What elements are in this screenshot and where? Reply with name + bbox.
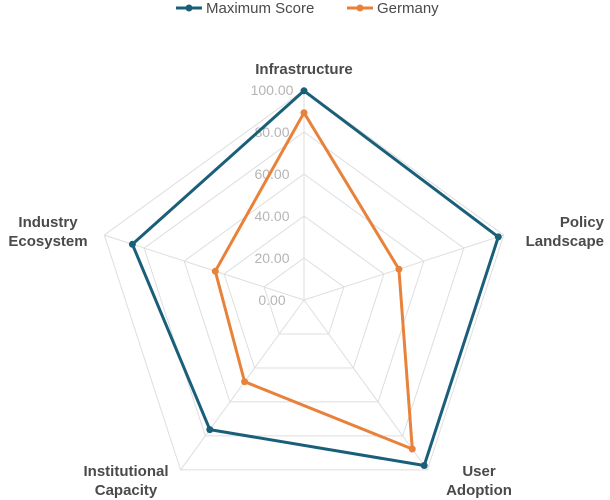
axis-label: Ecosystem	[8, 233, 87, 250]
tick-label: 60.00	[254, 166, 289, 182]
series-maximum-score	[128, 87, 502, 469]
legend-marker	[356, 4, 364, 12]
grid-ring	[183, 173, 425, 403]
legend-entry: Maximum Score	[206, 0, 314, 17]
data-point	[128, 240, 136, 248]
legend-entry: Germany	[377, 0, 439, 17]
series-germany	[211, 109, 416, 453]
axis-label: Institutional	[84, 463, 169, 480]
tick-label: 40.00	[254, 208, 289, 224]
axis-label: Policy	[560, 214, 605, 231]
grid-ring	[223, 215, 385, 369]
axis-label: Capacity	[95, 482, 158, 499]
data-point	[395, 265, 403, 273]
axis-label: Infrastructure	[255, 61, 353, 78]
grid-ring	[143, 131, 465, 437]
series-layer	[128, 87, 502, 469]
axis-labels: InfrastructurePolicyLandscapeUserAdoptio…	[8, 61, 604, 499]
grid-spoke	[303, 234, 504, 301]
grid-spoke	[104, 234, 305, 301]
grid-ring	[103, 89, 505, 471]
tick-label: 20.00	[254, 250, 289, 266]
grid-spoke	[303, 299, 428, 471]
series-line	[130, 89, 500, 467]
grid-spoke	[180, 299, 305, 471]
tick-label: 0.00	[258, 292, 285, 308]
series-line	[213, 111, 414, 451]
tick-label: 100.00	[251, 82, 294, 98]
grid-ring	[263, 257, 345, 335]
data-point	[420, 462, 428, 469]
axis-label: User	[462, 463, 496, 480]
axis-label: Adoption	[446, 482, 512, 499]
data-point	[206, 426, 214, 434]
axis-label: Landscape	[526, 233, 604, 250]
data-point	[211, 267, 219, 275]
radar-grid	[103, 89, 505, 471]
data-point	[408, 445, 416, 453]
legend: Maximum Score Germany	[176, 0, 439, 17]
data-point	[300, 87, 308, 95]
axis-label: Industry	[18, 214, 78, 231]
data-point	[241, 378, 249, 386]
legend-marker	[185, 4, 193, 12]
data-point	[494, 233, 502, 241]
data-point	[300, 109, 308, 117]
